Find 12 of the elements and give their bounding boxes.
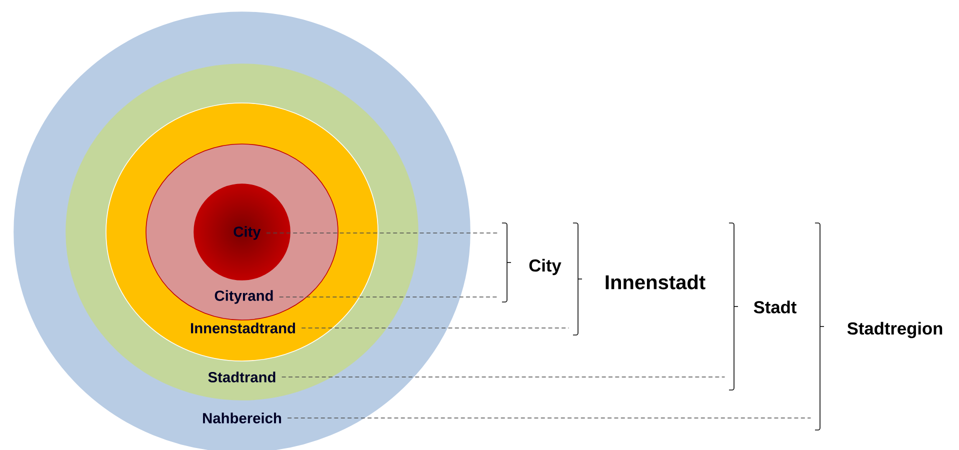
ring-label: Cityrand [214,290,273,304]
bracket-label: City [529,258,562,276]
ring-label: Innenstadtrand [191,322,295,334]
ring-label: Stadtrand [208,372,276,382]
ring-label: City [234,226,261,240]
bracket-label: Stadtregion [847,322,942,338]
ring-label: Nahbereich [203,412,282,424]
leader-line [266,232,498,234]
leader-line [282,376,726,378]
leader-line [279,296,498,298]
bracket-label: Innenstadt [606,274,706,290]
bracket-label: Stadt [754,300,796,314]
